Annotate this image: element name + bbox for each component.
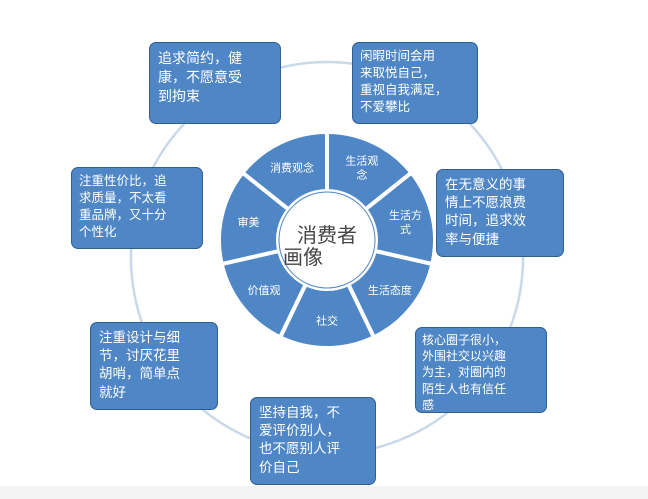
segment-consumption-concept-label: 消费观念 (270, 160, 314, 174)
box-top-left-text: 追求简约，健 康，不愿意受 到拘束 (158, 51, 242, 105)
box-right-text: 在无意义的事 情上不愿浪费 时间，追求效 率与便捷 (445, 177, 526, 248)
svg-text:画像: 画像 (283, 245, 323, 269)
box-bottom: 坚持自我，不 爱评价别人， 也不愿别人评 价自己 (250, 397, 376, 485)
wheel-segments (217, 129, 437, 350)
center-label: 消费者 画像 (283, 223, 357, 269)
box-bottom-text: 坚持自我，不 爱评价别人， 也不愿别人评 价自己 (259, 405, 340, 476)
segment-values-label: 价值观 (248, 284, 281, 297)
segment-aesthetics-label: 审美 (238, 215, 260, 229)
box-bottom-right: 核心圈子很小， 外围社交以兴趣 为主，对圈内的 陌生人也有信任 感 (415, 327, 547, 413)
segment-social-label: 社交 (316, 314, 338, 328)
box-top-left: 追求简约，健 康，不愿意受 到拘束 (149, 42, 281, 124)
box-bottom-right-text: 核心圈子很小， 外围社交以兴趣 为主，对圈内的 陌生人也有信任 感 (422, 333, 507, 412)
box-right: 在无意义的事 情上不愿浪费 时间，追求效 率与便捷 (436, 169, 564, 257)
box-top-right-text: 闲暇时间会用 来取悦自己， 重视自我满足， 不爱攀比 (360, 48, 448, 114)
segment-life-attitude-label: 生活态度 (368, 283, 412, 297)
box-top-right: 闲暇时间会用 来取悦自己， 重视自我满足， 不爱攀比 (352, 42, 478, 124)
box-bottom-left: 注重设计与细 节，讨厌花里 胡哨，简单点 就好 (90, 322, 218, 410)
box-left: 注重性价比，追 求质量，不太看 重品牌，又十分 个性化 (71, 167, 203, 249)
segment-consumption-concept (239, 129, 329, 213)
bottom-strip (0, 486, 648, 499)
svg-text:消费者: 消费者 (297, 223, 357, 247)
segment-lifestyle-concept-label: 生活观念 (345, 153, 378, 181)
box-left-text: 注重性价比，追 求质量，不太看 重品牌，又十分 个性化 (79, 173, 167, 239)
segment-lifestyle-way-label: 生活方式 (389, 208, 422, 236)
box-bottom-left-text: 注重设计与细 节，讨厌花里 胡哨，简单点 就好 (99, 330, 180, 401)
center-circle (278, 191, 376, 289)
